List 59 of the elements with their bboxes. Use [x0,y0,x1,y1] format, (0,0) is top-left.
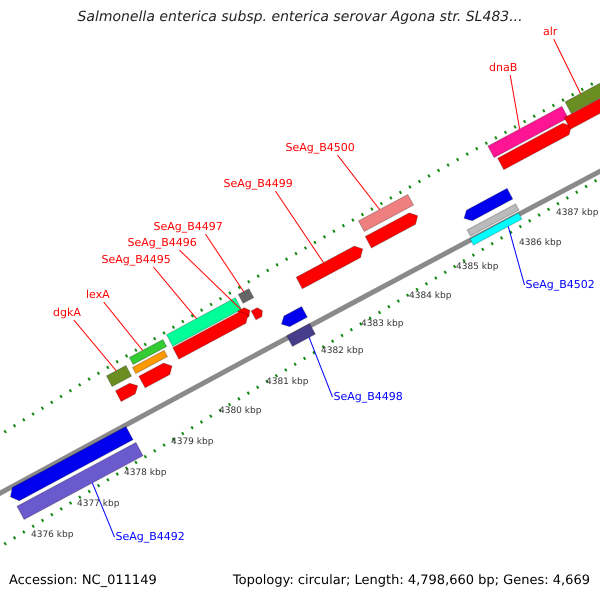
genome-summary: Topology: circular; Length: 4,798,660 bp; Genes: 4,669 [232,574,590,588]
scale-label: 4383 kbp [361,320,404,330]
leader-line [73,320,117,372]
gene-bar [564,98,600,130]
gene-bar [128,338,168,366]
leader-line [336,154,380,210]
title: Salmonella enterica subsp. enterica serovar Agona str. SL483... [78,10,523,26]
scale-label: 4386 kbp [519,239,562,249]
scale-label: 4379 kbp [171,438,214,448]
gene-block [364,212,418,249]
gene-label: SeAg_B4497 [154,221,223,234]
scale-label: 4376 kbp [31,531,74,541]
gene-bar [106,364,132,388]
gene-bar [358,194,414,232]
gene-label: SeAg_B4502 [526,279,595,292]
gene-bar [564,80,600,114]
leader-line [204,234,244,292]
scale-label: 4377 kbp [77,500,120,510]
gene-bar [466,203,520,237]
gene-label: SeAg_B4500 [286,142,355,154]
gene-box [238,288,254,304]
gene-block [114,382,138,402]
gene-block [463,188,514,222]
gene-block [296,246,364,290]
leader-line [508,226,525,286]
gene-block [250,307,263,320]
leader-line [308,336,333,398]
scale-label: 4382 kbp [321,347,364,357]
scale-label: 4384 kbp [409,292,452,302]
leader-line [92,482,115,538]
scale-label: 4381 kbp [266,378,308,388]
scale-label: 4378 kbp [124,469,166,479]
gene-block [172,311,249,360]
gene-block [138,362,173,388]
gene-label: SeAg_B4498 [334,391,403,404]
leader-line [510,74,520,130]
gene-block [280,306,308,328]
leader-line [178,250,242,310]
gene-label: dgkA [53,307,81,320]
gene-block [497,122,572,170]
gene-bar [286,322,316,348]
leader-line [274,190,324,264]
gene-label: SeAg_B4499 [224,178,293,190]
accession-text: Accession: NC_011149 [9,574,157,588]
gene-label: SeAg_B4496 [128,237,197,250]
leader-line [103,302,144,351]
scale-label: 4387 kbp [556,209,598,219]
scale-label: 4380 kbp [219,407,262,417]
scale-label: 4385 kbp [456,263,498,273]
gene-bar [132,350,168,374]
gene-label: lexA [86,289,110,302]
gene-bar [487,106,569,158]
gene-label: dnaB [489,62,518,74]
gene-bar [166,297,242,347]
leader-line [553,38,582,94]
leader-line [152,266,198,320]
gene-label: alr [543,26,558,38]
gene-label: SeAg_B4495 [102,254,171,266]
gene-label: SeAg_B4492 [116,531,185,544]
